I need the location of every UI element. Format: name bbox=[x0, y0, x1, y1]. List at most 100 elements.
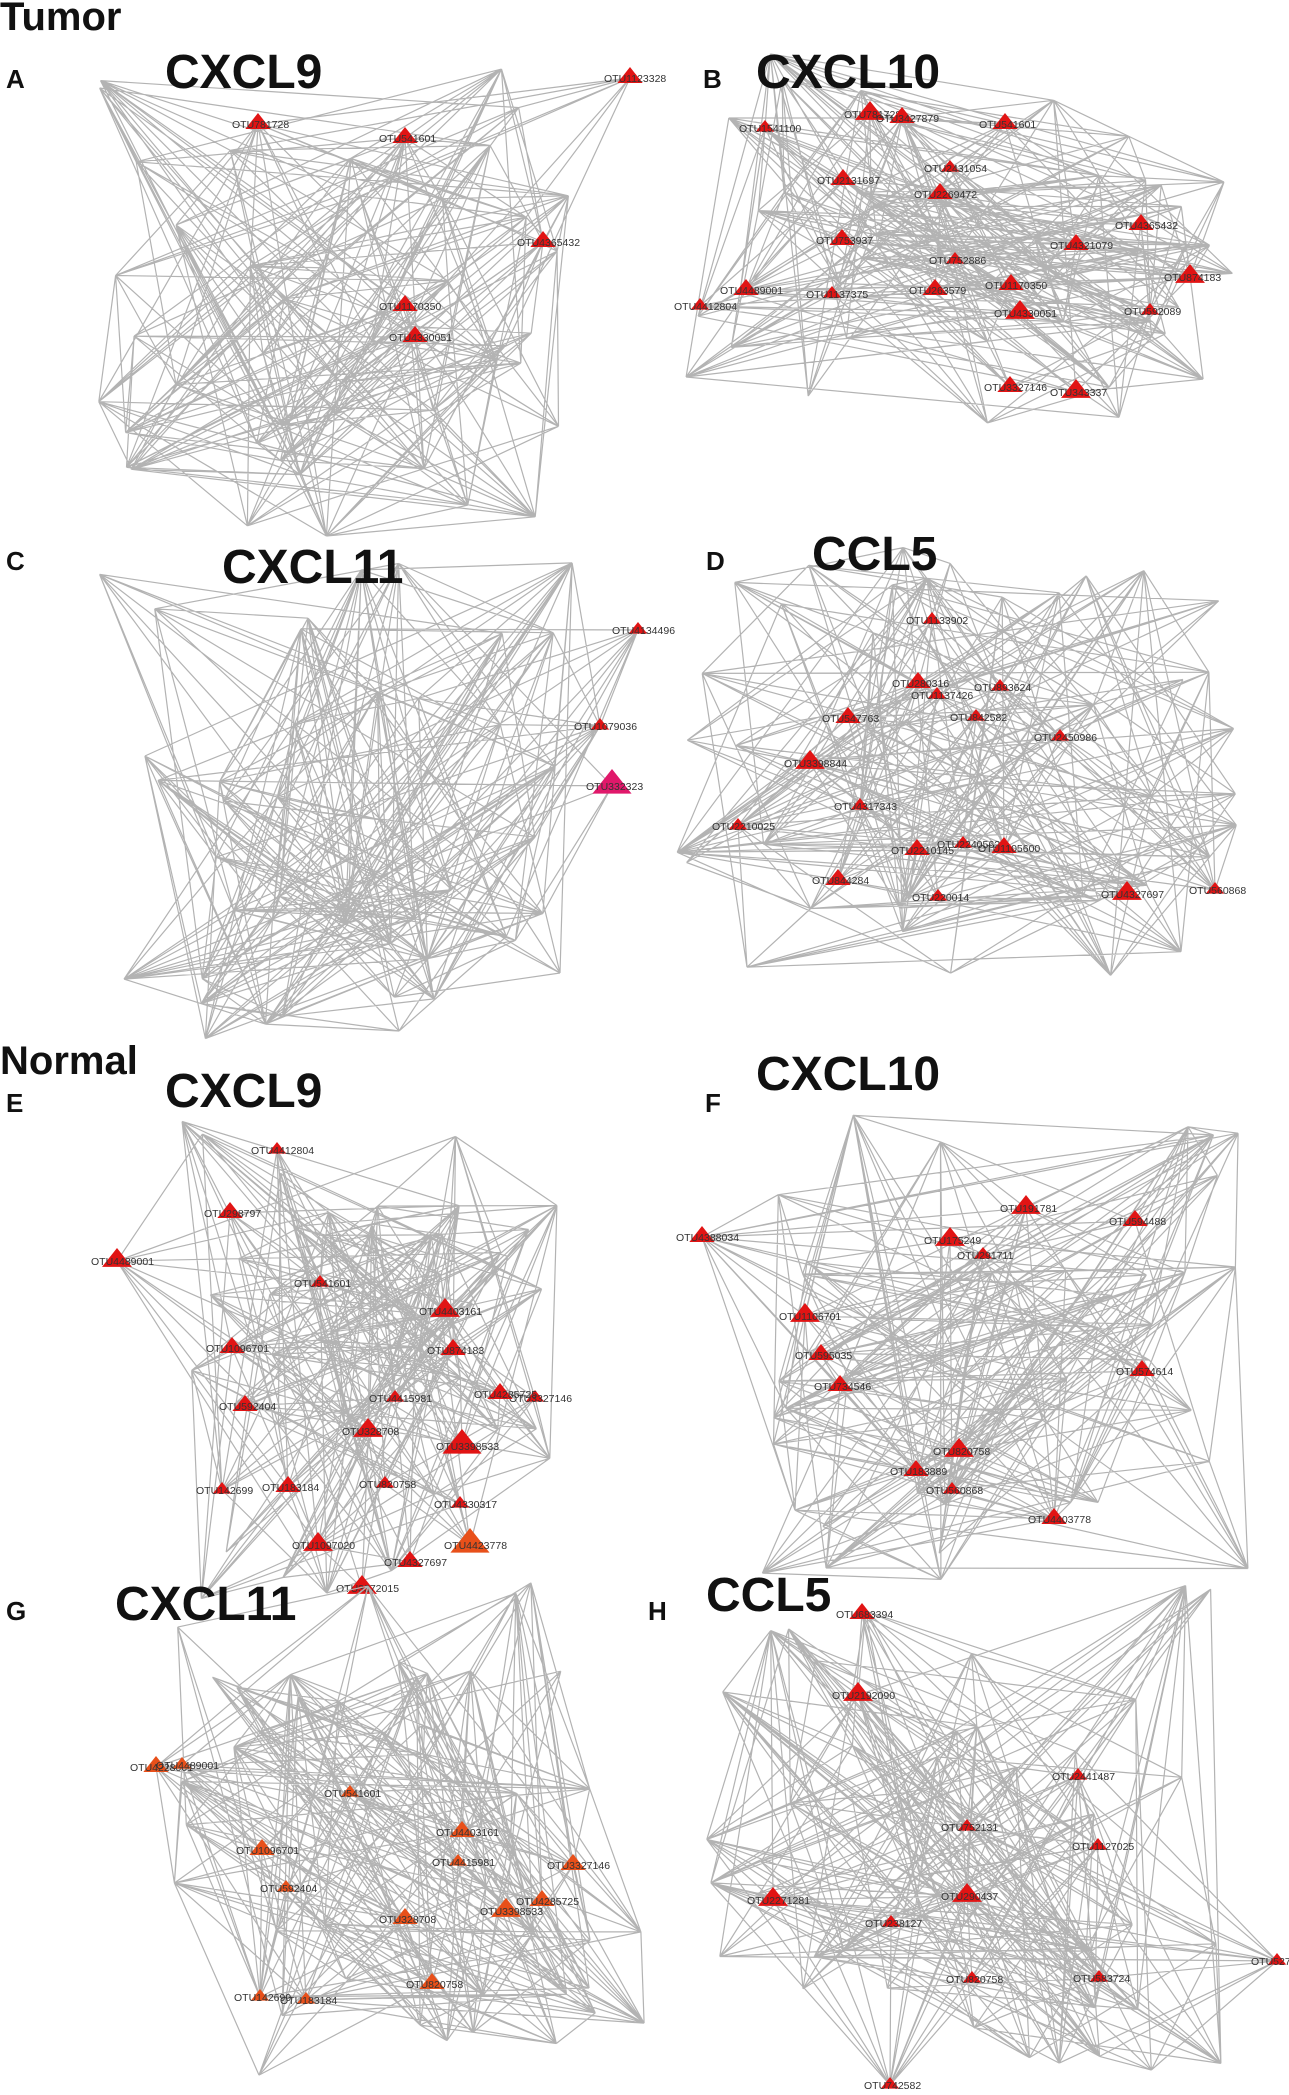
node-label: OTU1106701 bbox=[779, 1311, 841, 1323]
node-label: OTU742582 bbox=[864, 2080, 921, 2092]
triangle-node-icon bbox=[904, 839, 930, 855]
node-label: OTU3398533 bbox=[480, 1906, 543, 1918]
network-nodes: OTU683394OTU2192090OTU2441487OTU752131OT… bbox=[747, 1603, 1289, 2092]
triangle-node-icon bbox=[973, 1247, 993, 1259]
node-label: OTU594488 bbox=[1109, 1216, 1166, 1228]
node-label: OTU280316 bbox=[892, 678, 949, 690]
node-label: OTU332323 bbox=[586, 781, 643, 793]
node-label: OTU238127 bbox=[865, 1918, 922, 1930]
node-label: OTU4489001 bbox=[156, 1760, 219, 1772]
triangle-node-icon bbox=[825, 869, 851, 885]
triangle-node-icon bbox=[945, 252, 965, 264]
triangle-node-icon bbox=[219, 1337, 245, 1353]
node-label: OTU4412804 bbox=[674, 301, 737, 313]
edge-lines bbox=[116, 1120, 558, 1600]
node-label: OTU4403161 bbox=[436, 1827, 499, 1839]
node-label: OTU175249 bbox=[924, 1235, 981, 1247]
triangle-node-icon bbox=[1122, 1210, 1148, 1226]
node-label: OTU592089 bbox=[1124, 306, 1181, 318]
node-label: OTU2192090 bbox=[832, 1690, 895, 1702]
node-label: OTU343337 bbox=[1050, 387, 1107, 399]
node-label: OTU3327146 bbox=[547, 1860, 610, 1872]
triangle-node-icon bbox=[449, 1821, 475, 1837]
panel-letter: F bbox=[705, 1088, 721, 1118]
node-label: OTU2431054 bbox=[924, 163, 987, 175]
network-edges bbox=[155, 1582, 645, 2076]
triangle-node-icon bbox=[392, 1908, 418, 1924]
node-label: OTU4403778 bbox=[1028, 1514, 1091, 1526]
node-label: OTU541601 bbox=[979, 119, 1036, 131]
triangle-node-icon bbox=[997, 376, 1023, 392]
edge-lines bbox=[685, 53, 1233, 424]
triangle-node-icon bbox=[525, 1390, 545, 1402]
triangle-node-icon bbox=[905, 672, 931, 688]
node-label: OTU4285725 bbox=[474, 1389, 537, 1401]
network-edges bbox=[701, 1114, 1249, 1580]
network-nodes: OTU1123328OTU781728OTU541601OTU4365432OT… bbox=[232, 67, 666, 344]
node-label: OTU541601 bbox=[294, 1278, 351, 1290]
triangle-node-icon bbox=[340, 1785, 360, 1797]
node-label: OTU583724 bbox=[1073, 1973, 1130, 1985]
triangle-node-icon bbox=[903, 1460, 929, 1476]
node-label: OTU592404 bbox=[260, 1883, 317, 1895]
triangle-node-icon bbox=[448, 1854, 468, 1866]
panel-letter: A bbox=[6, 64, 25, 94]
network-edges bbox=[99, 562, 639, 1040]
triangle-node-icon bbox=[990, 679, 1010, 691]
panel-letter: C bbox=[6, 546, 25, 576]
triangle-node-icon bbox=[927, 687, 947, 699]
triangle-node-icon bbox=[560, 1854, 586, 1870]
panel-e: OTU4412804OTU298797OTU4489001OTU541601OT… bbox=[6, 1065, 572, 1600]
triangle-node-icon bbox=[935, 1227, 965, 1246]
triangle-node-icon bbox=[689, 1226, 715, 1242]
node-label: OTU4415981 bbox=[432, 1857, 495, 1869]
triangle-node-icon bbox=[1088, 1838, 1108, 1850]
node-label: OTU2131697 bbox=[817, 175, 880, 187]
node-label: OTU3327146 bbox=[984, 382, 1047, 394]
triangle-node-icon bbox=[267, 1142, 287, 1154]
node-label: OTU1137375 bbox=[806, 289, 868, 301]
node-label: OTU1079036 bbox=[574, 721, 637, 733]
triangle-node-icon bbox=[217, 1202, 243, 1218]
triangle-node-icon bbox=[1089, 1970, 1109, 1982]
panel-g: OTU4228001OTU4489001OTU541601OTU4403161O… bbox=[6, 1578, 645, 2076]
triangle-node-icon bbox=[102, 1248, 132, 1267]
triangle-node-icon bbox=[758, 1887, 788, 1906]
node-label: OTU298797 bbox=[204, 1208, 261, 1220]
triangle-node-icon bbox=[172, 1757, 192, 1769]
node-label: OTU142699 bbox=[234, 1992, 291, 2004]
node-label: OTU574614 bbox=[1116, 1366, 1173, 1378]
triangle-node-icon bbox=[843, 1682, 873, 1701]
node-label: OTU560868 bbox=[1189, 885, 1246, 897]
triangle-node-icon bbox=[728, 818, 748, 830]
node-label: OTU842582 bbox=[950, 712, 1007, 724]
triangle-node-icon bbox=[276, 1880, 296, 1892]
triangle-node-icon bbox=[442, 1429, 482, 1454]
triangle-node-icon bbox=[1129, 1360, 1155, 1376]
node-label: OTU547763 bbox=[822, 713, 879, 725]
node-label: OTU1127025 bbox=[1072, 1841, 1134, 1853]
triangle-node-icon bbox=[440, 1339, 466, 1355]
node-label: OTU1170350 bbox=[379, 301, 441, 313]
triangle-node-icon bbox=[249, 1839, 275, 1855]
triangle-node-icon bbox=[690, 298, 710, 310]
triangle-node-icon bbox=[940, 160, 960, 172]
node-label: OTU4327697 bbox=[1101, 889, 1164, 901]
panel-title: CXCL11 bbox=[115, 1578, 296, 1631]
triangle-node-icon bbox=[1005, 300, 1035, 319]
triangle-node-icon bbox=[450, 1496, 470, 1508]
triangle-node-icon bbox=[1011, 1195, 1041, 1214]
node-label: OTU1105600 bbox=[978, 843, 1040, 855]
triangle-node-icon bbox=[303, 1532, 333, 1551]
triangle-node-icon bbox=[402, 326, 428, 342]
triangle-node-icon bbox=[944, 1438, 974, 1457]
triangle-node-icon bbox=[250, 1989, 270, 2001]
triangle-node-icon bbox=[849, 1603, 875, 1619]
node-label: OTU4330051 bbox=[994, 308, 1057, 320]
node-label: OTU328708 bbox=[379, 1914, 436, 1926]
node-label: OTU541601 bbox=[379, 133, 436, 145]
network-nodes: OTU4388034OTU191781OTU594488OTU175249OTU… bbox=[676, 1195, 1173, 1526]
triangle-node-icon bbox=[962, 1971, 982, 1983]
